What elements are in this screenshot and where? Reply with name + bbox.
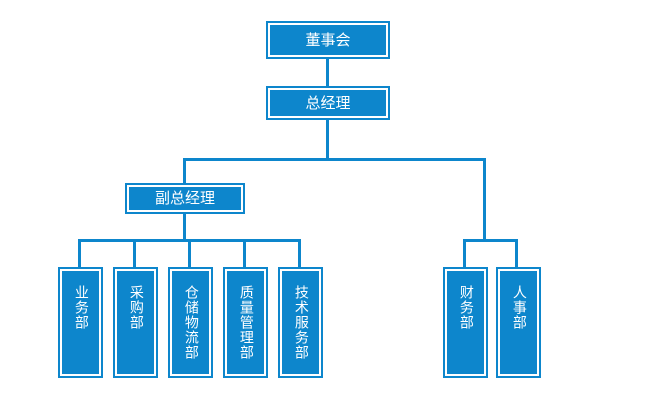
connector-deputy-general-manager-drop — [183, 214, 186, 239]
node-general-manager-inner-frame: 总经理 — [268, 88, 388, 118]
node-general-manager-label: 总经理 — [305, 93, 351, 112]
node-hr-department-label: 人事部 — [510, 285, 527, 330]
connector-general-manager-drop — [326, 120, 329, 158]
node-warehouse-logistics-department[interactable]: 仓储物流部 — [168, 267, 213, 378]
node-deputy-general-manager-inner-frame: 副总经理 — [127, 185, 243, 212]
node-technical-service-department[interactable]: 技术服务部 — [278, 267, 323, 378]
node-technical-service-department-label: 技术服务部 — [292, 285, 309, 360]
node-deputy-general-manager-label: 副总经理 — [154, 189, 215, 208]
connector-stub-purchasing-department — [133, 239, 136, 267]
node-warehouse-logistics-department-inner-frame: 仓储物流部 — [170, 269, 211, 376]
node-technical-service-department-inner-frame: 技术服务部 — [280, 269, 321, 376]
node-purchasing-department-inner-frame: 采购部 — [115, 269, 156, 376]
connector-stub-finance-department — [463, 239, 466, 267]
node-quality-management-department-label: 质量管理部 — [237, 285, 254, 360]
node-hr-department[interactable]: 人事部 — [496, 267, 541, 378]
node-warehouse-logistics-department-label: 仓储物流部 — [182, 285, 199, 360]
connector-stub-hr-department — [515, 239, 518, 267]
connector-right-departments-bar — [463, 239, 518, 242]
node-general-manager[interactable]: 总经理 — [266, 86, 390, 120]
connector-stub-warehouse-logistics-department — [188, 239, 191, 267]
node-hr-department-inner-frame: 人事部 — [498, 269, 539, 376]
node-business-department-label: 业务部 — [72, 285, 89, 330]
node-finance-department-label: 财务部 — [457, 285, 474, 330]
connector-bar-to-right-branch — [483, 158, 486, 239]
node-purchasing-department[interactable]: 采购部 — [113, 267, 158, 378]
node-board-label: 董事会 — [305, 30, 351, 49]
connector-stub-business-department — [78, 239, 81, 267]
node-quality-management-department-inner-frame: 质量管理部 — [225, 269, 266, 376]
node-business-department-inner-frame: 业务部 — [60, 269, 101, 376]
node-quality-management-department[interactable]: 质量管理部 — [223, 267, 268, 378]
connector-board-to-general-manager — [326, 59, 329, 86]
connector-bar-to-deputy-general-manager — [183, 158, 186, 183]
node-board-of-directors[interactable]: 董事会 — [266, 21, 390, 59]
node-finance-department[interactable]: 财务部 — [443, 267, 488, 378]
node-purchasing-department-label: 采购部 — [127, 285, 144, 330]
node-finance-department-inner-frame: 财务部 — [445, 269, 486, 376]
node-deputy-general-manager[interactable]: 副总经理 — [125, 183, 245, 214]
connector-main-horizontal-bar — [183, 158, 486, 161]
node-board-inner-frame: 董事会 — [268, 23, 388, 57]
connector-stub-quality-management-department — [243, 239, 246, 267]
connector-stub-technical-service-department — [298, 239, 301, 267]
node-business-department[interactable]: 业务部 — [58, 267, 103, 378]
